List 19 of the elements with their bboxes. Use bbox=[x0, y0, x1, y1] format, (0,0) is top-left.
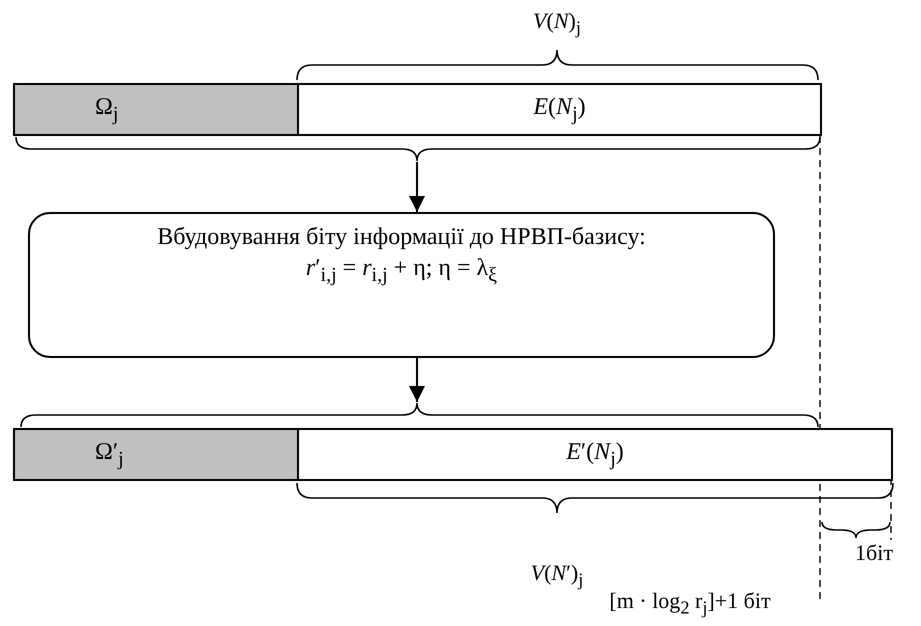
brace-label: V(N′)$_{j}$ bbox=[530, 560, 584, 590]
brace-label: V(N)$_{j}$ bbox=[533, 8, 581, 38]
process-box bbox=[28, 212, 775, 358]
brace bbox=[20, 402, 819, 428]
arrow bbox=[409, 358, 425, 402]
segment-label: E′(N$_{j}$) bbox=[566, 438, 624, 470]
dimension-label: [m · log$_{2}$ r$_{j}$]+1 біт bbox=[609, 588, 771, 618]
data-segment bbox=[297, 83, 822, 136]
segment-label: Ω$_{j}$ bbox=[95, 94, 118, 126]
data-segment bbox=[297, 428, 893, 481]
segment-label: E(N$_{j}$) bbox=[533, 94, 586, 126]
dimension-label: 1біт bbox=[855, 540, 893, 566]
arrow bbox=[409, 162, 425, 212]
data-segment bbox=[13, 83, 299, 136]
brace bbox=[15, 136, 821, 162]
segment-label: Ω′$_{j}$ bbox=[95, 438, 124, 470]
box-heading: Вбудовування біту інформації до НРВП-базису: bbox=[157, 224, 646, 251]
formula-text: r′$_{i,j}$ = r$_{i,j}$ + η; η = λ$_{ξ}$ bbox=[306, 255, 498, 287]
data-segment bbox=[13, 428, 299, 481]
